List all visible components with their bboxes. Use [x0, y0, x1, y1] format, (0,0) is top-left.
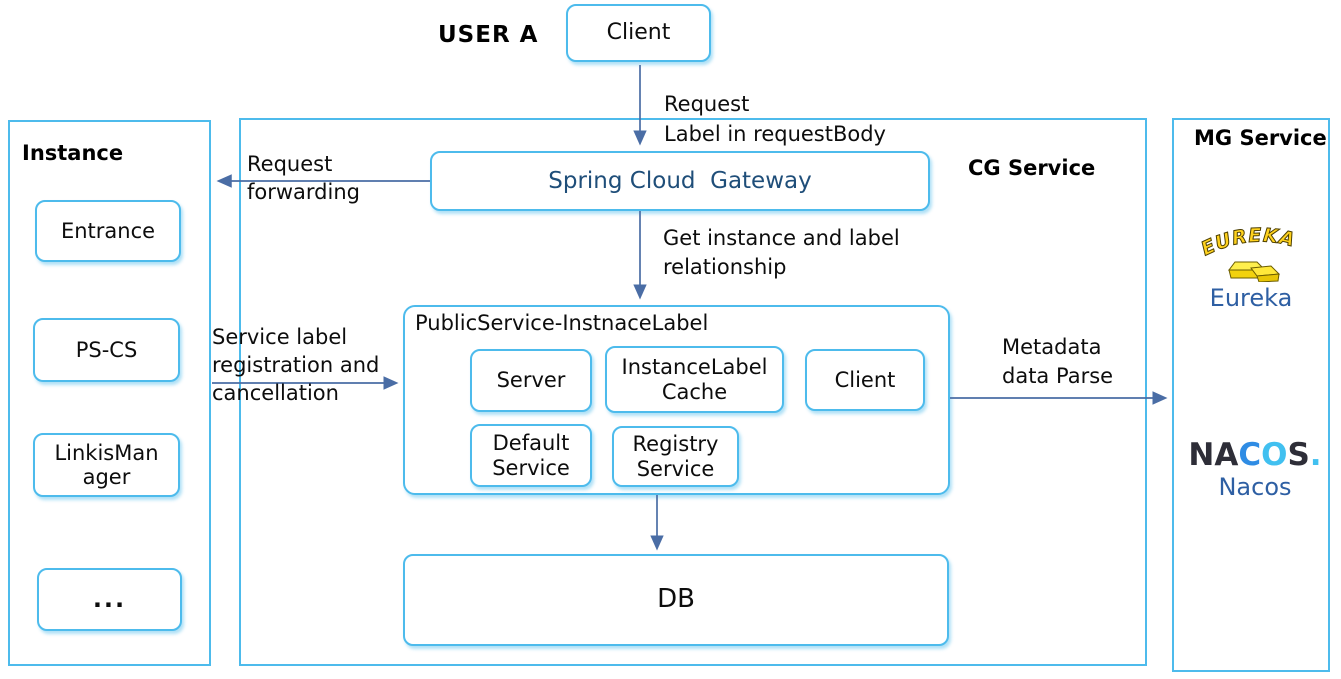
- eureka-logo: EUREKA: [1199, 226, 1298, 282]
- client-inner-box: Client: [805, 349, 925, 411]
- linkismanager-box: LinkisManager: [33, 433, 180, 497]
- public-service-title: PublicService-InstnaceLabel: [415, 311, 709, 335]
- user-a-label: USER A: [438, 22, 539, 48]
- nacos-label: Nacos: [1218, 473, 1292, 501]
- nacos-logo-dot: .: [1309, 437, 1322, 473]
- db-label: DB: [657, 584, 695, 615]
- nacos-logo-s: S: [1287, 437, 1310, 473]
- service-label-registration-label: Service label registration and cancellat…: [212, 325, 380, 405]
- nacos-logo: NACOS.: [1188, 440, 1321, 471]
- db-box: DB: [403, 554, 949, 646]
- ellipsis-label: ...: [92, 584, 127, 613]
- instance-panel-title: Instance: [22, 141, 124, 165]
- request-forwarding-label: Request forwarding: [247, 152, 360, 204]
- eureka-logo-block: EUREKA Eureka: [1196, 226, 1306, 312]
- get-instance-label: Get instance and label relationship: [663, 226, 900, 279]
- ps-cs-box: PS-CS: [33, 318, 180, 382]
- request-body-label: Request Label in requestBody: [664, 92, 886, 146]
- server-box: Server: [470, 349, 592, 412]
- instancelabel-cache-box: InstanceLabel Cache: [605, 346, 784, 413]
- more-instances-box: ...: [37, 568, 182, 631]
- entrance-box: Entrance: [35, 200, 181, 262]
- nacos-logo-o: O: [1261, 437, 1288, 473]
- nacos-logo-c: C: [1238, 437, 1262, 473]
- cg-service-title: CG Service: [968, 156, 1096, 180]
- metadata-parse-label: Metadata data Parse: [1002, 335, 1114, 388]
- nacos-logo-block: NACOS. Nacos: [1180, 440, 1330, 502]
- eureka-label: Eureka: [1209, 284, 1293, 312]
- mg-service-panel: [1172, 118, 1330, 672]
- default-service-box: Default Service: [470, 424, 592, 487]
- nacos-logo-na: NA: [1188, 437, 1239, 473]
- spring-cloud-gateway-label: Spring Cloud Gateway: [548, 167, 812, 194]
- eureka-logo-text: EUREKA: [1199, 226, 1297, 261]
- mg-service-title: MG Service: [1194, 126, 1327, 150]
- svg-text:EUREKA: EUREKA: [1199, 226, 1298, 260]
- client-box: Client: [566, 4, 711, 62]
- gold-bars-icon: [1228, 261, 1281, 282]
- registry-service-box: Registry Service: [612, 426, 739, 487]
- spring-cloud-gateway-box: Spring Cloud Gateway: [430, 151, 930, 211]
